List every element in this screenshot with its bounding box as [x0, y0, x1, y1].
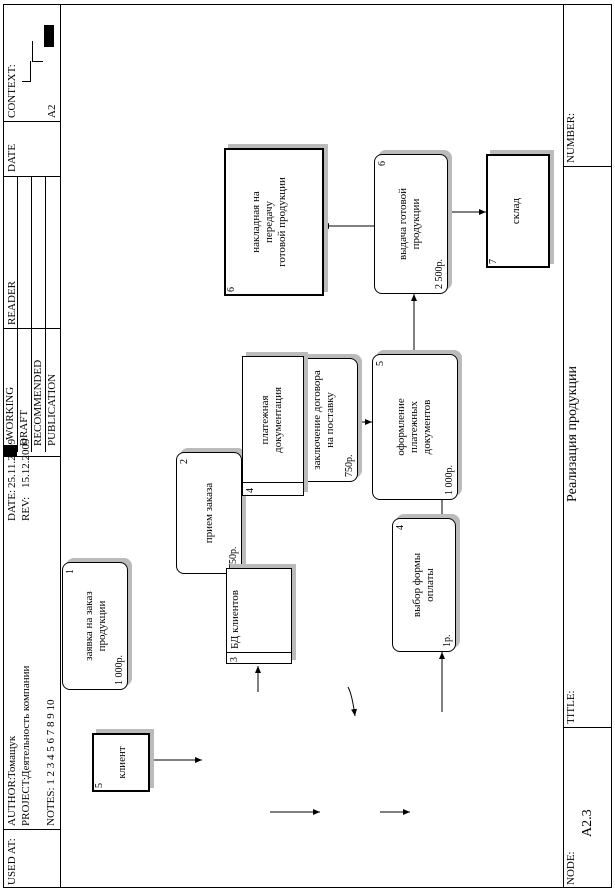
activity-number: 5 — [375, 361, 386, 366]
activity-number: 1 — [65, 569, 76, 574]
activity-number: 2 — [179, 459, 190, 464]
activity-cost: 750р. — [228, 546, 239, 570]
entity-warehouse[interactable]: 7 склад — [486, 154, 550, 268]
store-number: 3 — [229, 657, 240, 662]
activity-cost: 750р. — [344, 454, 355, 478]
store-number: 4 — [245, 488, 256, 493]
activity-number: 4 — [395, 525, 406, 530]
activity-cost: 2 500р. — [434, 259, 445, 289]
activity-cost: 1р. — [442, 634, 453, 648]
activity-cost: 1 000р. — [444, 465, 455, 495]
activity-2[interactable]: 2 прием заказа 750р. — [176, 452, 242, 574]
store-label: БД клиентов — [229, 590, 241, 649]
entity-label: склад — [510, 197, 522, 225]
store-divider — [227, 652, 291, 653]
activity-number: 6 — [377, 161, 388, 166]
entity-label: клиент — [116, 746, 128, 779]
entity-client[interactable]: 5 клиент — [92, 733, 150, 792]
store-clients-db[interactable]: 3 БД клиентов — [226, 568, 292, 664]
activity-label: прием заказа — [203, 482, 215, 544]
entity-number: 7 — [488, 259, 499, 264]
arrow-tunnel-to-a2 — [347, 686, 358, 717]
entity-number: 5 — [94, 783, 105, 788]
entity-number: 6 — [226, 287, 237, 292]
activity-cost: 1 000р. — [114, 655, 125, 685]
